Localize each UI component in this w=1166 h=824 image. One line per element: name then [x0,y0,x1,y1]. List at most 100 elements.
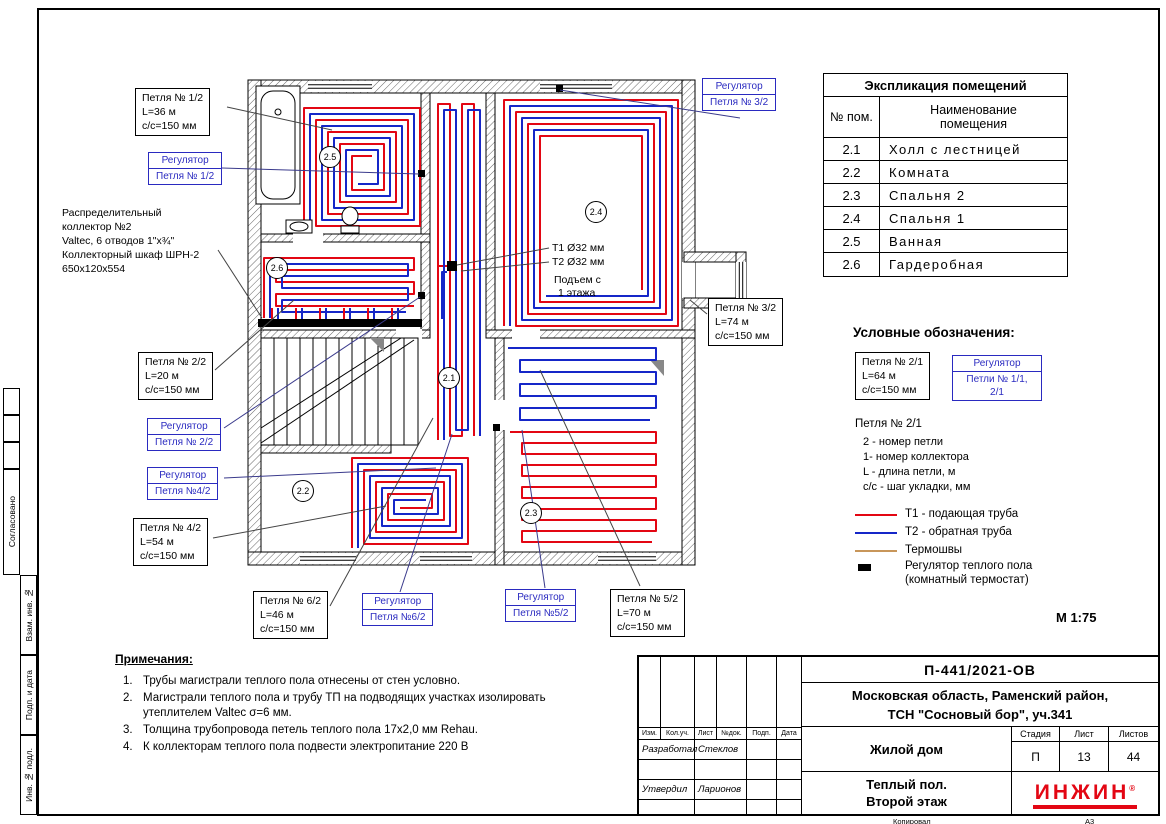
logo-word: ИНЖИН [1034,780,1130,804]
collector-note-line: коллектор №2 [62,221,132,233]
loop-name: Петля № 1/2 [142,92,204,104]
sheet-title-line2: Второй этаж [866,794,947,809]
loop-step: с/с=150 мм [260,623,315,635]
regulator-title: Регулятор [148,419,221,435]
loop-4-2-callout: Петля № 4/2 L=54 м с/с=150 мм [133,518,209,566]
logo-registered-mark: ® [1129,783,1136,793]
regulator-title: Регулятор [506,590,576,606]
sheets-value: 44 [1126,749,1141,764]
regulator-title: Регулятор [149,153,222,169]
col-room-number: № пом. [824,97,880,137]
object-name: Жилой дом [802,727,1012,772]
stairs [260,337,419,446]
loop-step: с/с=150 мм [715,330,770,342]
col-izm: Изм. [639,728,661,739]
return-line-sample [855,532,897,534]
legend-sample-loop: Петля № 2/1 L=64 м с/с=150 мм [855,352,931,400]
regulator-callout-1-2: Регулятор Петля № 1/2 [148,152,223,185]
developer-name: Стеклов [695,740,747,759]
legend-key-name: Петля № 2/1 [855,418,922,430]
regulator-callout-3-2: Регулятор Петля № 3/2 [702,78,777,111]
agreed-label: Согласовано [6,496,17,548]
loop-length: L=36 м [142,106,176,118]
table-row: 2.2 Комната [824,161,1067,184]
room-name: Ванная [889,233,943,249]
stage-table: Стадия Лист Листов П 13 44 [1012,727,1158,772]
room-name: Холл с лестницей [889,141,1021,157]
riser-label-line2: 1 этажа [558,287,596,299]
document-code: П-441/2021-ОВ [802,657,1158,683]
loop-3-2-callout: Петля № 3/2 L=74 м с/с=150 мм [708,298,784,346]
room-circle-2-6: 2.6 [266,257,288,279]
return-line-label: Т2 - обратная труба [905,526,1012,538]
approver-date [777,780,801,799]
loop-step: с/с=150 мм [862,384,917,396]
address-line1: Московская область, Раменский район, [851,688,1109,703]
note-item: 2. Магистрали теплого пола и трубу ТП на… [115,691,615,721]
bathtub [255,85,301,205]
thermostat-label-line2: (комнатный термостат) [905,574,1029,586]
room-name: Комната [889,164,951,180]
loop-name: Петля № 2/1 [862,356,924,368]
loop-name: Петля № 5/2 [617,593,679,605]
table-row: 2.4 Спальня 1 [824,207,1067,230]
note-item: 1. Трубы магистрали теплого пола отнесен… [115,674,615,689]
section-marks [370,338,664,376]
legend-key-line: 1- номер коллектора [863,451,969,463]
loop-step: с/с=150 мм [617,621,672,633]
signature-header: Изм. Кол.уч. Лист №док. Подп. Дата [639,727,802,740]
podp-label: Подп. и дата [23,669,34,721]
regulator-title: Регулятор [703,79,776,95]
regulator-loop: Петля №4/2 [155,486,211,497]
legend-key-line: L - длина петли, м [863,466,956,478]
room-circle-2-3: 2.3 [520,502,542,524]
regulator-loop: Петля № 3/2 [710,97,769,108]
supply-line-sample [855,514,897,516]
loop-name: Петля № 4/2 [140,522,202,534]
col-list: Лист [695,728,717,739]
collector-note: Распределительный коллектор №2 Valtec, 6… [62,206,200,276]
sheets-header: Листов [1118,729,1149,739]
table-row: 2.5 Ванная [824,230,1067,253]
explication-table: Экспликация помещений № пом. Наименовани… [823,73,1068,277]
loop-name: Петля № 6/2 [260,595,322,607]
note-item: 4. К коллекторам теплого пола подвести э… [115,740,615,755]
note-item: 3. Толщина трубопровода петель теплого п… [115,723,615,738]
regulator-callout-4-2: Регулятор Петля №4/2 [147,467,219,500]
note-text: Трубы магистрали теплого пола отнесены о… [143,675,461,687]
col-data: Дата [781,730,797,737]
legend-title: Условные обозначения: [853,325,1015,340]
approver-name: Ларионов [695,780,747,799]
regulator-loop: Петля № 1/2 [156,171,215,182]
scale-label: М 1:75 [1056,610,1097,625]
sheet-header: Лист [1060,727,1109,741]
copied-by-label: Копировал [893,817,931,824]
regulator-callout-2-2: Регулятор Петля № 2/2 [147,418,222,451]
signature-rows: Разработал Стеклов Утвердил Ларионов [639,740,802,814]
windows [300,81,656,564]
table-row: 2.6 Гардеробная [824,253,1067,276]
developer-date [777,740,801,759]
loop-step: с/с=150 мм [140,550,195,562]
loop-name: Петля № 3/2 [715,302,777,314]
room-number: 2.3 [824,184,880,206]
t2-pipe-label: Т2 Ø32 мм [552,256,605,268]
regulator-callout-6-2: Регулятор Петля №6/2 [362,593,434,626]
room-number: 2.5 [824,230,880,252]
notes-block: Примечания: 1. Трубы магистрали теплого … [115,652,615,757]
toilet [340,206,360,234]
room-number: 2.6 [824,253,880,276]
legend-key-line: с/с - шаг укладки, мм [863,481,971,493]
loop-length: L=54 м [140,536,174,548]
regulator-loop: Петли № 1/1, 2/1 [966,374,1028,398]
note-number: 2. [123,692,133,704]
collector-note-line: Распределительный [62,207,162,219]
col-dok: №док. [717,728,747,739]
inv-label: Инв. № подл. [23,748,34,802]
regulator-callout-5-2: Регулятор Петля №5/2 [505,589,577,622]
side-label-agreed: Согласовано [3,469,20,575]
note-text: Толщина трубопровода петель теплого пола… [143,724,478,736]
regulator-loop: Петля № 2/2 [155,437,214,448]
regulator-leaders [221,89,741,593]
